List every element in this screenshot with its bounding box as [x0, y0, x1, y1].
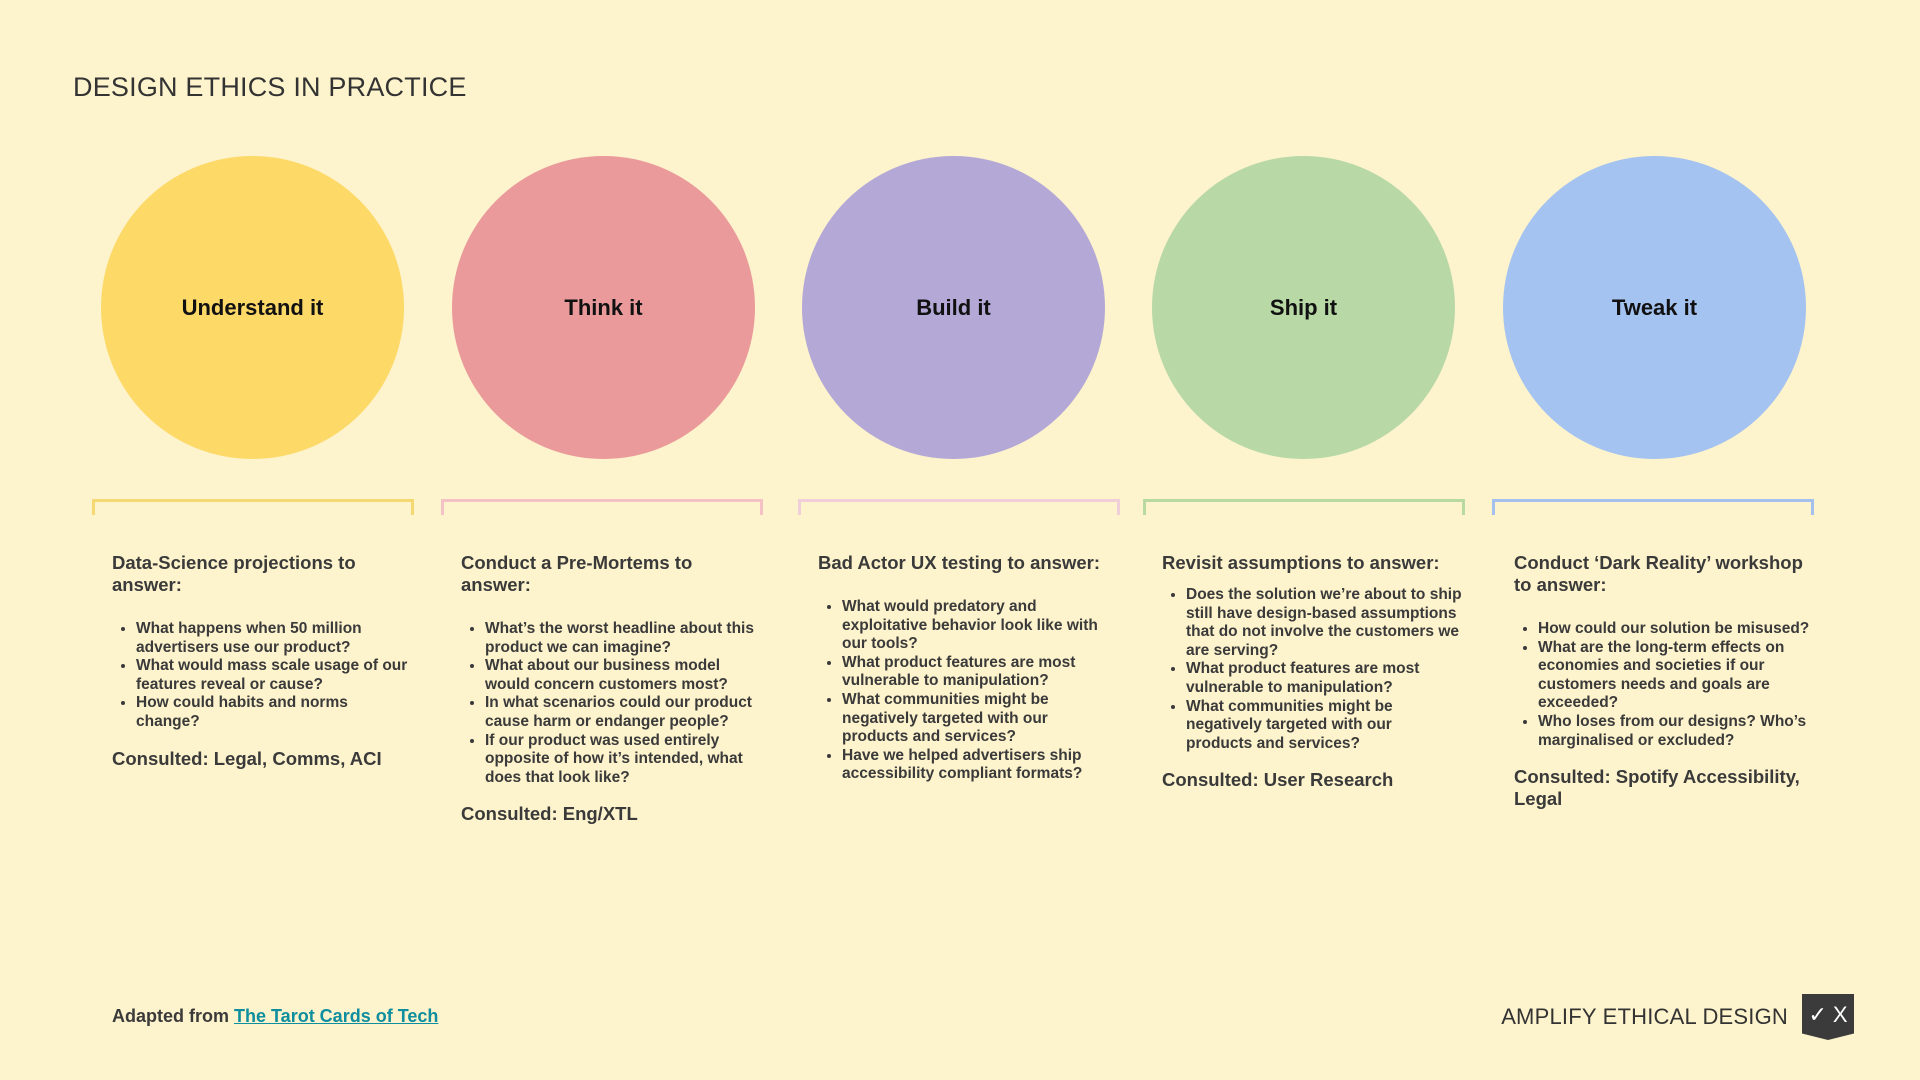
- checkmark-icon: ✓: [1808, 1002, 1827, 1027]
- column-heading: Data-Science projections to answer:: [112, 552, 356, 595]
- tarot-cards-link[interactable]: The Tarot Cards of Tech: [234, 1006, 439, 1026]
- list-item: What happens when 50 million advertisers…: [136, 620, 412, 657]
- consulted-text: Consulted: User Research: [1162, 769, 1394, 791]
- list-item: If our product was used entirely opposit…: [485, 732, 761, 788]
- list-item: Who loses from our designs? Who’s margin…: [1538, 713, 1814, 750]
- list-item: What would predatory and exploitative be…: [842, 598, 1118, 654]
- stage-column-build: Bad Actor UX testing to answer: What wou…: [818, 552, 1118, 800]
- column-heading: Bad Actor UX testing to answer:: [818, 552, 1100, 573]
- list-item: What product features are most vulnerabl…: [1186, 660, 1462, 697]
- question-list: What happens when 50 million advertisers…: [112, 620, 412, 732]
- stage-circle-understand: Understand it: [101, 156, 404, 459]
- stage-label: Think it: [564, 294, 643, 320]
- list-item: Does the solution we’re about to ship st…: [1186, 586, 1462, 660]
- stage-circle-think: Think it: [452, 156, 755, 459]
- consulted-text: Consulted: Eng/XTL: [461, 803, 638, 825]
- brand-footer: AMPLIFY ETHICAL DESIGN ✓ X: [1501, 994, 1854, 1040]
- stage-circle-build: Build it: [802, 156, 1105, 459]
- question-list: What’s the worst headline about this pro…: [461, 620, 761, 787]
- stage-column-think: Conduct a Pre-Mortems to answer: What’s …: [461, 552, 761, 825]
- stage-label: Build it: [916, 294, 991, 320]
- list-item: Have we helped advertisers ship accessib…: [842, 747, 1118, 784]
- stage-column-understand: Data-Science projections to answer: What…: [112, 552, 412, 770]
- consulted-text: Consulted: Spotify Accessibility, Legal: [1514, 766, 1800, 810]
- column-heading: Conduct a Pre-Mortems to answer:: [461, 552, 693, 595]
- bracket-think: [441, 499, 763, 515]
- shield-logo-icon: ✓ X: [1802, 994, 1854, 1040]
- list-item: How could our solution be misused?: [1538, 620, 1814, 639]
- list-item: What about our business model would conc…: [485, 657, 761, 694]
- footer-credit: Adapted from The Tarot Cards of Tech: [112, 1006, 438, 1027]
- bracket-understand: [92, 499, 414, 515]
- consulted-text: Consulted: Legal, Comms, ACI: [112, 747, 382, 769]
- list-item: What’s the worst headline about this pro…: [485, 620, 761, 657]
- x-mark-icon: X: [1832, 1002, 1848, 1027]
- adapted-from-text: Adapted from: [112, 1006, 229, 1026]
- list-item: What communities might be negatively tar…: [1186, 698, 1462, 754]
- stage-label: Ship it: [1269, 294, 1338, 320]
- list-item: What are the long-term effects on econom…: [1538, 639, 1814, 713]
- bracket-build: [798, 499, 1120, 515]
- stage-circle-tweak: Tweak it: [1503, 156, 1806, 459]
- stage-label: Understand it: [181, 294, 324, 320]
- bracket-ship: [1143, 499, 1465, 515]
- stage-circle-ship: Ship it: [1152, 156, 1455, 459]
- stage-column-tweak: Conduct ‘Dark Reality’ workshop to answe…: [1514, 552, 1814, 810]
- bracket-tweak: [1492, 499, 1814, 515]
- column-heading: Revisit assumptions to answer:: [1162, 552, 1440, 573]
- list-item: What would mass scale usage of our featu…: [136, 657, 412, 694]
- column-heading: Conduct ‘Dark Reality’ workshop to answe…: [1514, 552, 1803, 595]
- list-item: What communities might be negatively tar…: [842, 691, 1118, 747]
- brand-name: AMPLIFY ETHICAL DESIGN: [1501, 1004, 1788, 1029]
- stage-column-ship: Revisit assumptions to answer: Does the …: [1162, 552, 1462, 791]
- question-list: Does the solution we’re about to ship st…: [1162, 586, 1462, 753]
- list-item: What product features are most vulnerabl…: [842, 654, 1118, 691]
- list-item: How could habits and norms change?: [136, 694, 412, 731]
- stage-label: Tweak it: [1611, 294, 1698, 320]
- page-title: DESIGN ETHICS IN PRACTICE: [73, 72, 467, 102]
- question-list: How could our solution be misused? What …: [1514, 620, 1814, 750]
- question-list: What would predatory and exploitative be…: [818, 598, 1118, 784]
- list-item: In what scenarios could our product caus…: [485, 694, 761, 731]
